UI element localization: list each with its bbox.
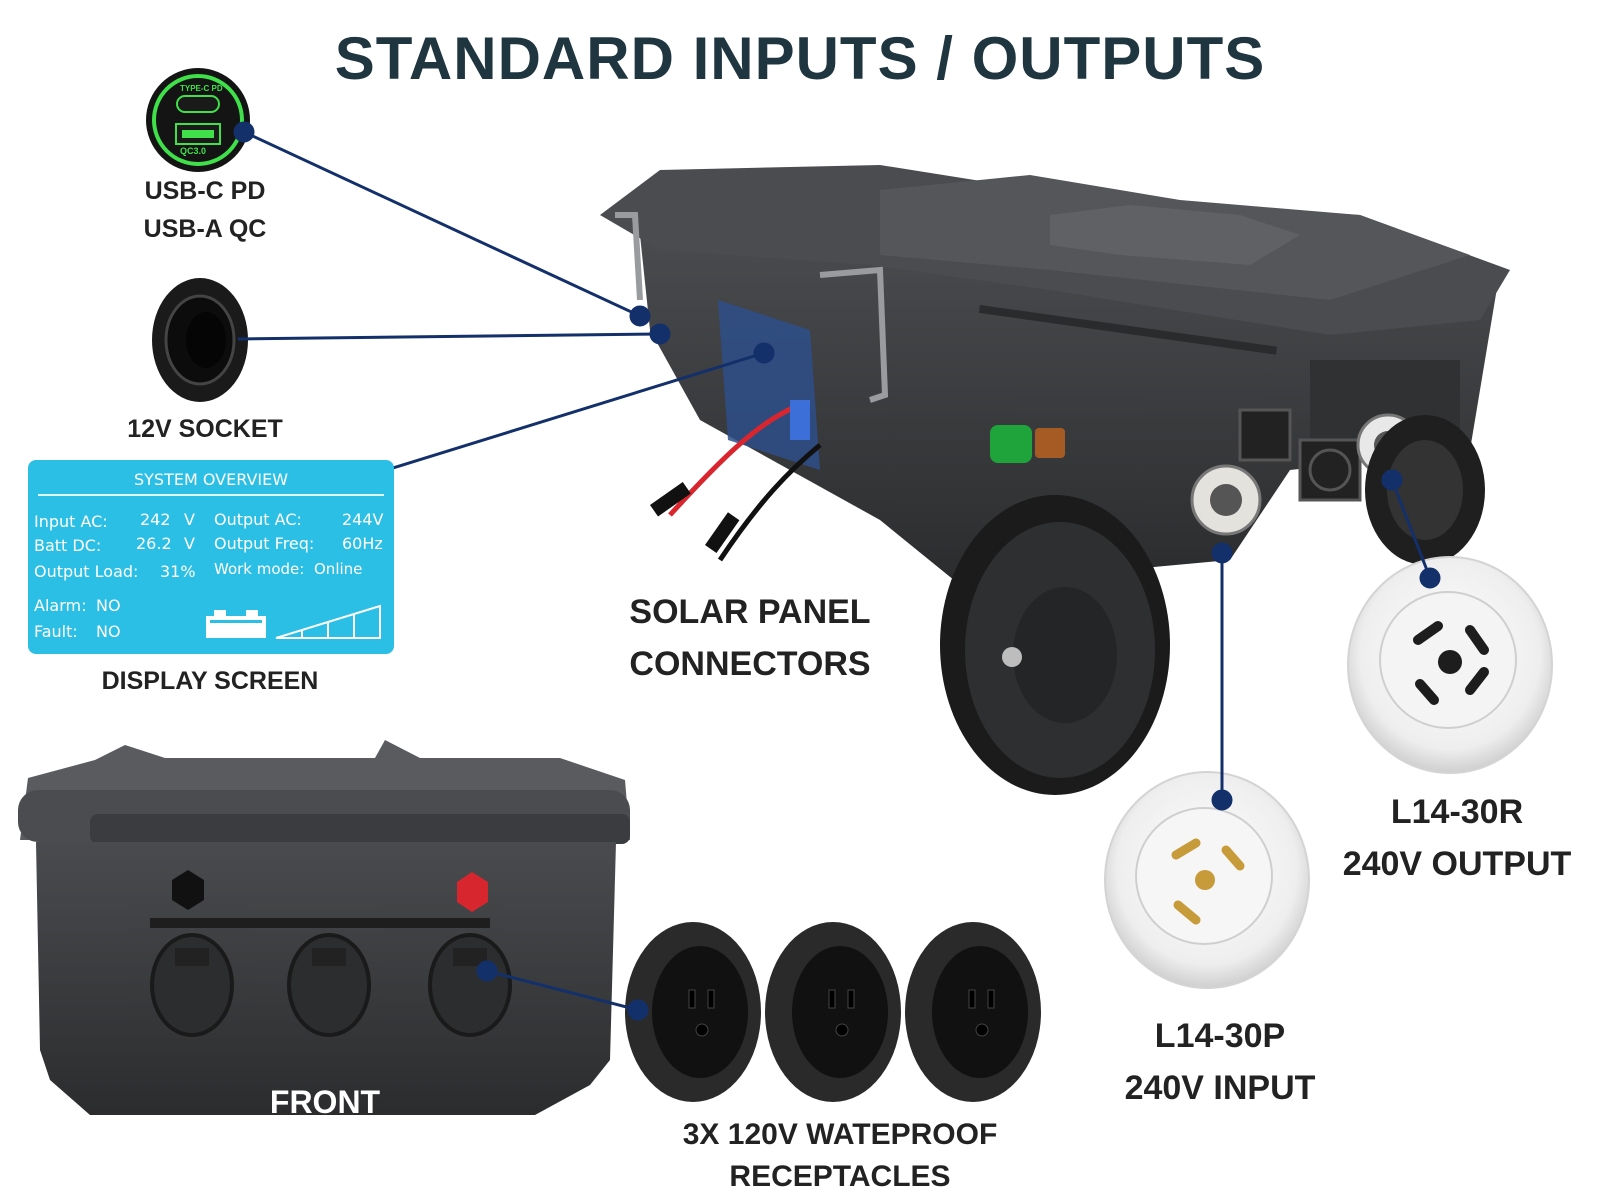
output-label-line1: L14-30R	[1390, 793, 1524, 831]
output-ac-label: Output AC:	[214, 510, 302, 529]
screen-header: SYSTEM OVERVIEW	[133, 470, 289, 489]
solar-label-line2: CONNECTORS	[629, 645, 871, 683]
fault-label: Fault:	[34, 622, 78, 641]
output-load-label: Output Load:	[34, 562, 139, 581]
alarm-label: Alarm:	[34, 596, 87, 615]
usb-qc-text: QC3.0	[180, 146, 207, 156]
12v-socket-icon	[152, 278, 248, 402]
receptacles-label-line2: RECEPTACLES	[729, 1160, 951, 1193]
l14-30r-receptacle-icon	[1347, 556, 1553, 774]
l14-30p-inlet-icon	[1104, 771, 1310, 989]
alarm-value: NO	[96, 596, 121, 615]
input-ac-value: 242	[140, 510, 171, 529]
solar-connectors-label: SOLAR PANEL CONNECTORS	[600, 586, 900, 690]
screen-divider	[38, 494, 384, 496]
output-freq-label: Output Freq:	[214, 534, 315, 553]
receptacles-label: 3X 120V WATEPROOF RECEPTACLES	[630, 1114, 1050, 1198]
receptacle-icon	[905, 922, 1041, 1102]
leader-lines	[233, 121, 1441, 1021]
socket-label: 12V SOCKET	[127, 415, 283, 443]
receptacle-icon	[625, 922, 761, 1102]
input-label: L14-30P 240V INPUT	[1100, 1010, 1340, 1114]
load-level-icon	[275, 604, 381, 639]
fault-value: NO	[96, 622, 121, 641]
output-load-value: 31%	[160, 562, 196, 581]
receptacle-icon	[765, 922, 901, 1102]
solar-label-line1: SOLAR PANEL	[629, 593, 871, 631]
output-label-line2: 240V OUTPUT	[1342, 845, 1572, 883]
display-screen: SYSTEM OVERVIEW Input AC: 242 V Batt DC:…	[28, 460, 394, 654]
output-ac-value: 244V	[342, 510, 384, 529]
batt-dc-label: Batt DC:	[34, 536, 102, 555]
input-ac-label: Input AC:	[34, 512, 108, 531]
page-title: STANDARD INPUTS / OUTPUTS	[334, 25, 1266, 92]
usb-port-icon	[146, 68, 250, 172]
front-label: FRONT	[269, 1084, 381, 1120]
input-label-line1: L14-30P	[1154, 1017, 1286, 1055]
receptacles-label-line1: 3X 120V WATEPROOF	[682, 1118, 998, 1151]
usb-type-c-text: TYPE-C PD	[180, 84, 223, 93]
work-mode-label: Work mode:	[214, 560, 305, 578]
batt-dc-unit: V	[184, 534, 195, 553]
usb-label: USB-C PD USB-A QC	[110, 172, 300, 248]
power-cart-case	[600, 165, 1510, 795]
usb-label-line1: USB-C PD	[144, 177, 266, 205]
input-ac-unit: V	[184, 510, 195, 529]
batt-dc-value: 26.2	[136, 534, 172, 553]
front-view-case	[18, 740, 630, 1115]
input-label-line2: 240V INPUT	[1124, 1069, 1316, 1107]
battery-icon	[206, 610, 266, 638]
display-screen-label: DISPLAY SCREEN	[101, 667, 319, 695]
usb-label-line2: USB-A QC	[143, 215, 267, 243]
output-label: L14-30R 240V OUTPUT	[1322, 786, 1592, 890]
work-mode-value: Online	[314, 560, 363, 578]
output-freq-value: 60Hz	[342, 534, 383, 553]
